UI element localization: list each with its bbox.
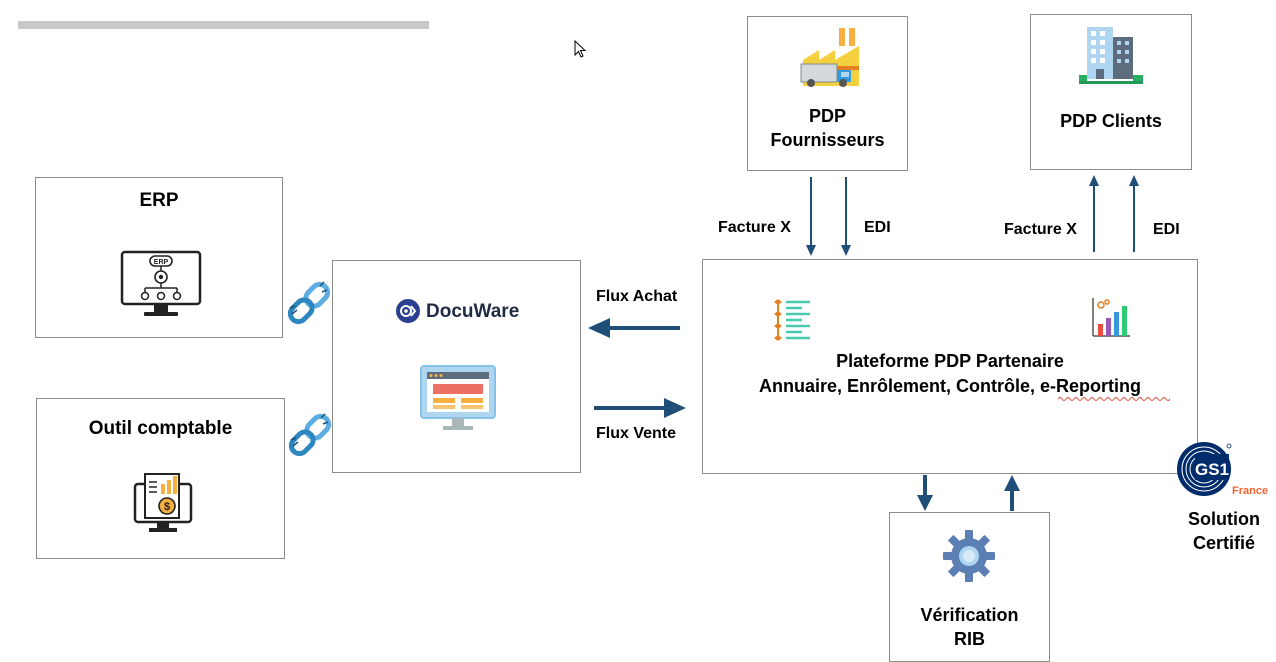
office-building-icon: [1079, 27, 1143, 84]
list-icon: [774, 299, 810, 341]
top-gray-bar: [18, 21, 429, 29]
factory-truck-icon: [800, 28, 859, 87]
clients-edi-arrow: [1129, 175, 1139, 252]
clients-edi-label: EDI: [1153, 221, 1180, 238]
rib-verification-box: Vérification RIB: [889, 512, 1050, 662]
mouse-cursor-icon: [574, 40, 587, 58]
accounting-tool-box: Outil comptable $: [36, 398, 285, 559]
clients-facturex-label: Facture X: [1004, 221, 1077, 238]
pdp-platform-box: Plateforme PDP Partenaire Annuaire, Enrô…: [702, 259, 1198, 474]
svg-text:$: $: [164, 501, 170, 513]
suppliers-facturex-label: Facture X: [718, 219, 791, 236]
flux-vente-arrow: [594, 398, 686, 418]
flux-achat-arrow: [588, 318, 680, 338]
docuware-box: DocuWare: [332, 260, 581, 473]
rib-down-arrow: [917, 475, 933, 511]
pdp-clients-box: PDP Clients: [1030, 14, 1192, 170]
web-monitor-icon: [420, 365, 496, 430]
pdp-clients-title: PDP Clients: [1060, 111, 1162, 131]
gs1-logo-text: GS1: [1195, 460, 1229, 479]
accounting-monitor-icon: $: [133, 473, 193, 532]
erp-icon-text: ERP: [154, 259, 169, 266]
gs1-solution-line2: Certifié: [1193, 533, 1256, 553]
flux-vente-label: Flux Vente: [596, 425, 677, 442]
gs1-solution-line1: Solution: [1188, 509, 1260, 529]
pdp-suppliers-box: PDP Fournisseurs: [747, 16, 908, 171]
erp-box: ERP ERP: [35, 177, 283, 338]
gear-icon: [943, 530, 995, 582]
link-chain-icon-compta: [288, 413, 332, 457]
pdp-suppliers-line2: Fournisseurs: [770, 130, 885, 150]
gs1-logo-icon: GS1 France: [1177, 442, 1268, 497]
suppliers-facturex-arrow: [806, 177, 816, 256]
erp-title: ERP: [139, 190, 179, 211]
suppliers-edi-label: EDI: [864, 219, 891, 236]
rib-up-arrow: [1004, 475, 1020, 511]
accounting-tool-title: Outil comptable: [88, 418, 233, 439]
rib-line1: Vérification: [920, 605, 1019, 625]
pdp-suppliers-line1: PDP: [808, 106, 846, 126]
rib-line2: RIB: [954, 629, 985, 649]
pdp-platform-line1: Plateforme PDP Partenaire: [836, 351, 1064, 371]
docuware-logo-icon: [396, 299, 420, 323]
spellcheck-underline: [1058, 397, 1170, 401]
gs1-country: France: [1232, 485, 1268, 497]
link-chain-icon-erp: [287, 281, 331, 325]
bar-chart-icon: [1092, 298, 1130, 337]
pdp-platform-line2: Annuaire, Enrôlement, Contrôle, e-Report…: [758, 376, 1142, 396]
docuware-brand: DocuWare: [426, 301, 520, 322]
suppliers-edi-arrow: [841, 177, 851, 256]
erp-monitor-icon: ERP: [120, 250, 202, 316]
flux-achat-label: Flux Achat: [596, 288, 678, 305]
clients-facturex-arrow: [1089, 175, 1099, 252]
